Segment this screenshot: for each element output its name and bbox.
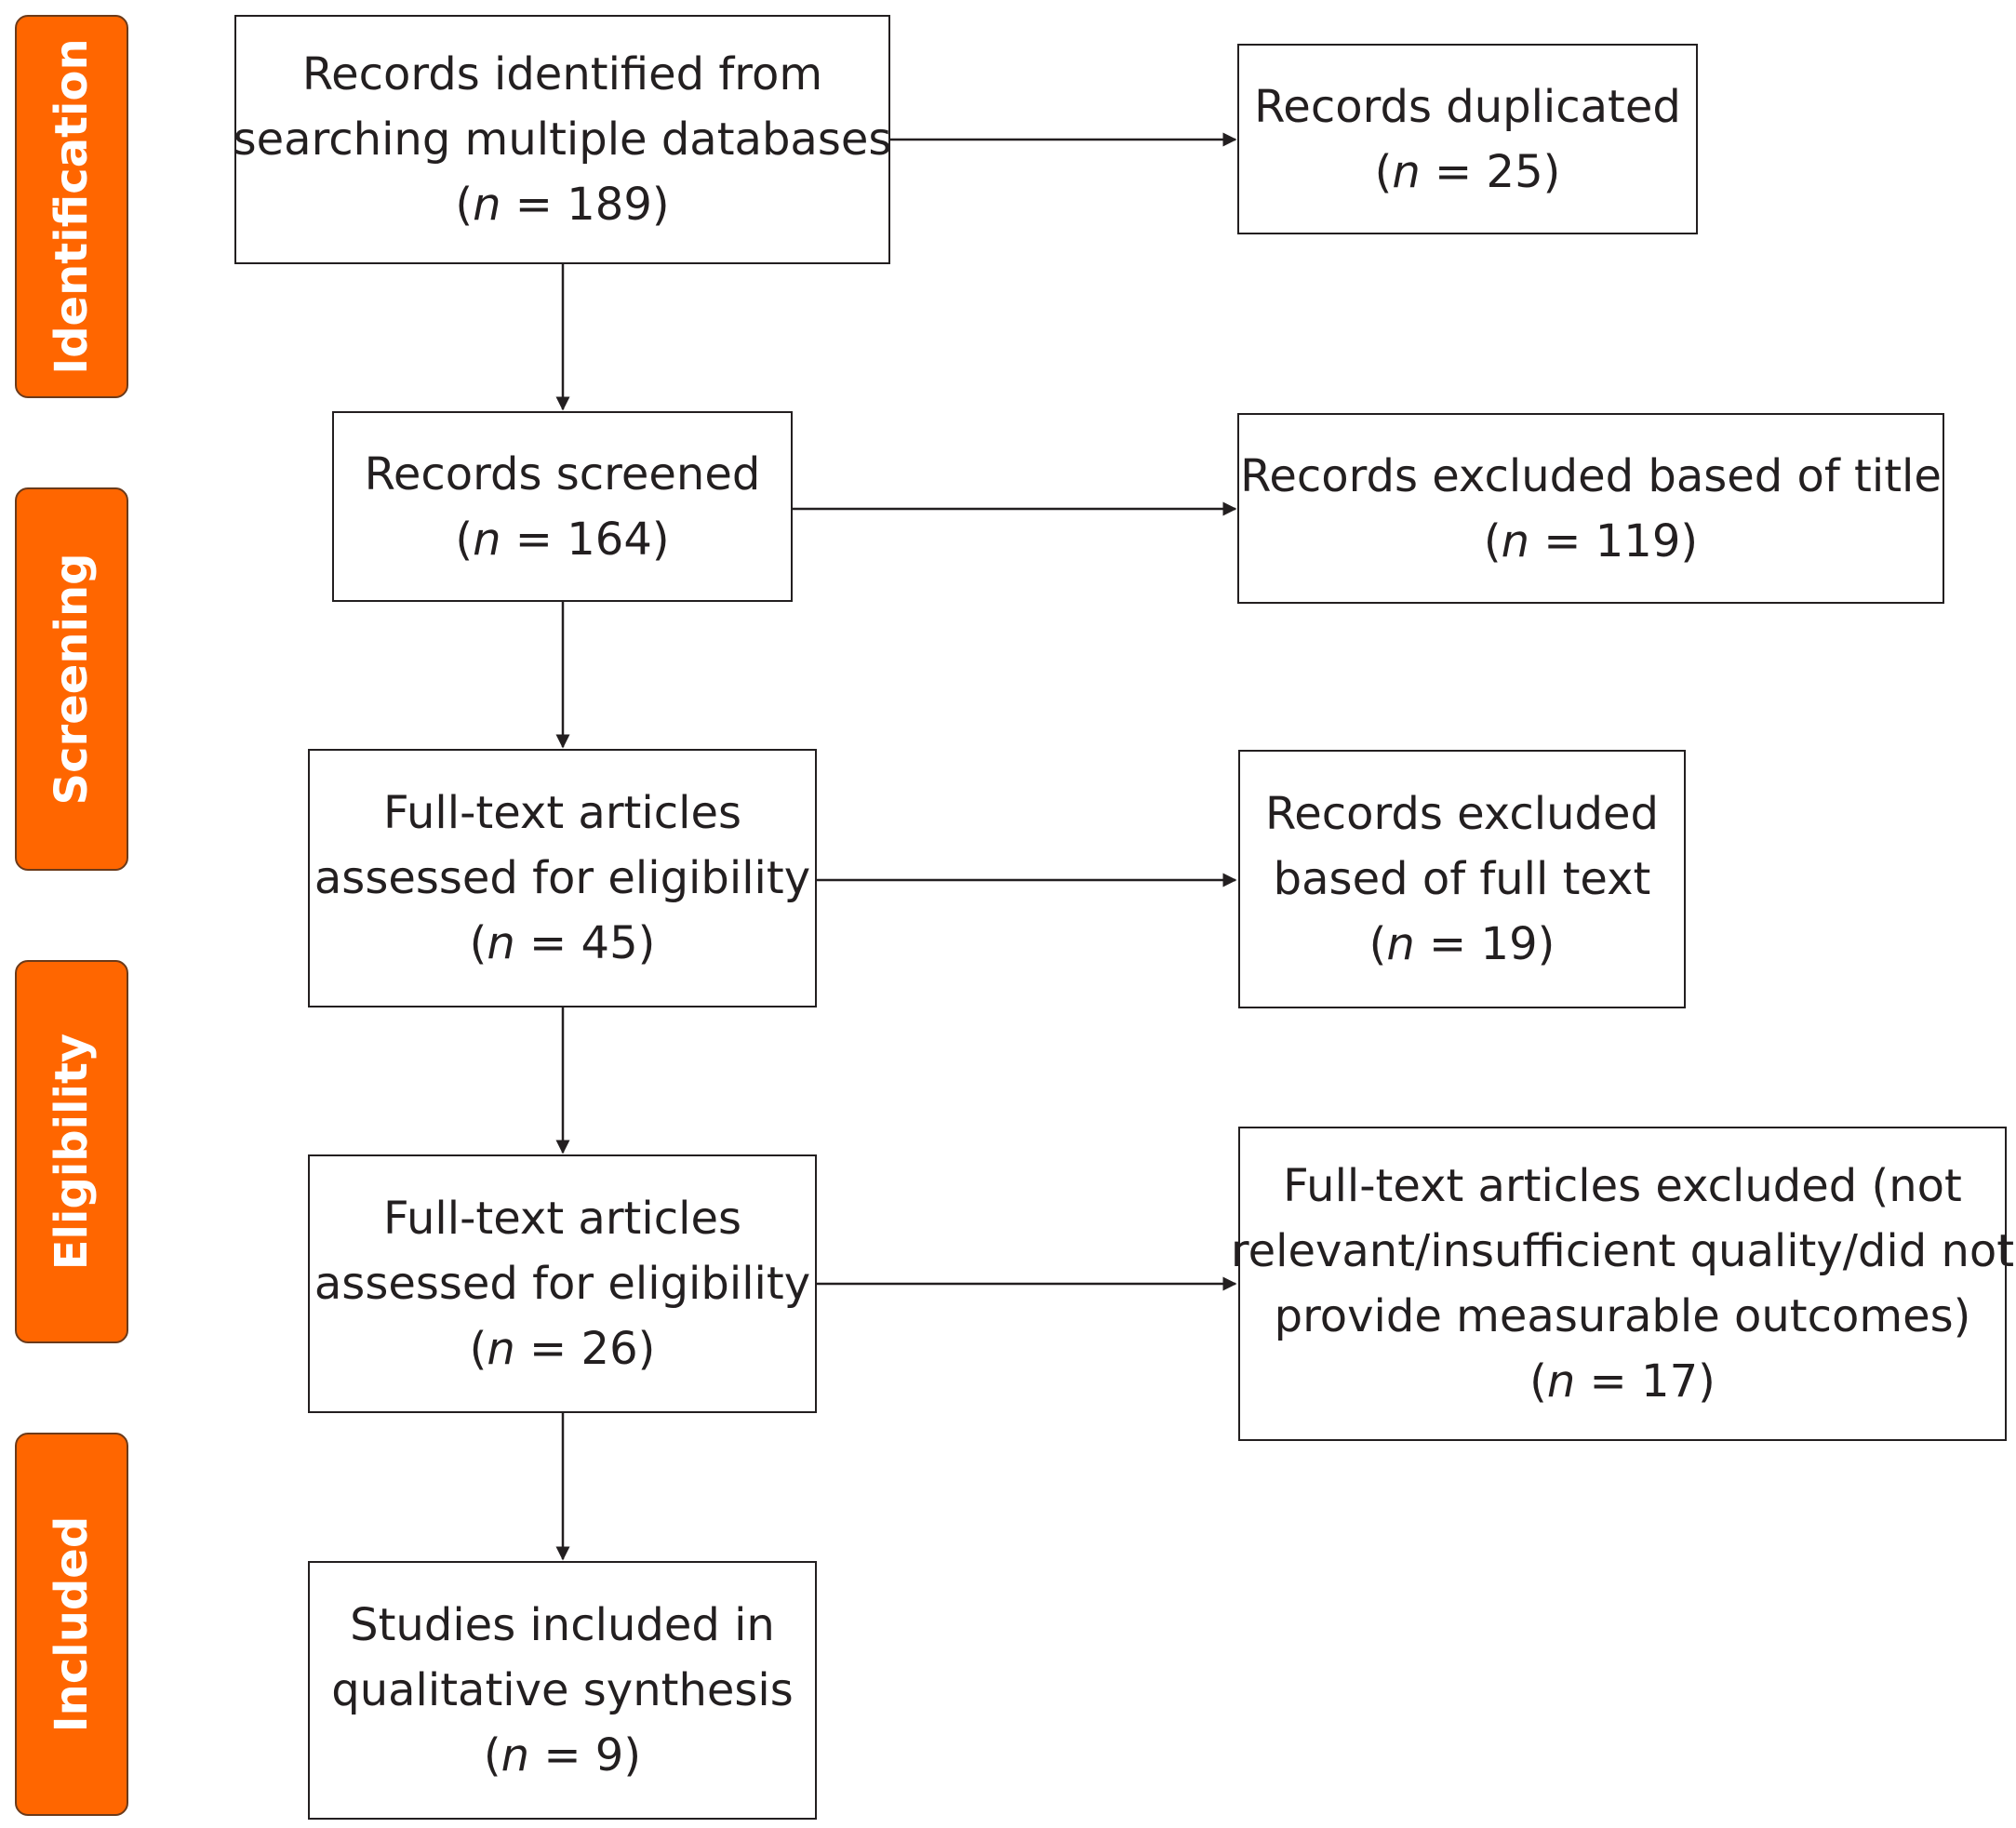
count-variable: n — [1546, 1355, 1576, 1408]
count-close-paren: ) — [623, 1729, 642, 1781]
count-open-paren: ( — [483, 1729, 501, 1781]
count-equals: = — [501, 513, 567, 566]
count-equals: = — [1575, 1355, 1642, 1408]
count-variable: n — [1501, 514, 1530, 567]
box-count: (n = 119) — [1484, 509, 1698, 574]
count-value: 119 — [1595, 514, 1681, 567]
phase-included: Included — [15, 1433, 128, 1816]
count-close-paren: ) — [651, 179, 670, 231]
box-text-line: qualitative synthesis — [331, 1664, 794, 1716]
box-text-line: Records duplicated — [1254, 80, 1681, 133]
count-open-paren: ( — [469, 1323, 487, 1375]
count-variable: n — [473, 179, 501, 231]
count-open-paren: ( — [1368, 918, 1387, 970]
count-variable: n — [501, 1729, 530, 1781]
box-identified: Records identified from searching multipl… — [233, 15, 892, 264]
count-value: 45 — [581, 917, 638, 969]
count-equals: = — [501, 179, 567, 231]
count-open-paren: ( — [455, 513, 474, 566]
count-variable: n — [487, 917, 515, 969]
count-open-paren: ( — [469, 917, 487, 969]
box-count: (n = 189) — [455, 172, 669, 237]
count-variable: n — [487, 1323, 515, 1375]
count-value: 164 — [567, 513, 652, 566]
box-excluded-articles: Full-text articles excluded (not relevant… — [1231, 1127, 2014, 1441]
box-text-line: searching multiple databases — [233, 113, 892, 166]
count-equals: = — [1414, 918, 1481, 970]
box-text-line: assessed for eligibility — [314, 852, 811, 904]
count-variable: n — [1392, 145, 1421, 198]
box-text-line: assessed for eligibility — [314, 1258, 811, 1310]
count-equals: = — [1420, 145, 1487, 198]
box-screened: Records screened (n = 164) — [332, 411, 793, 602]
count-equals: = — [514, 917, 581, 969]
phase-identification: Identification — [15, 15, 128, 398]
box-text-line: based of full text — [1273, 853, 1651, 905]
count-value: 189 — [567, 179, 652, 231]
phase-screening: Screening — [15, 487, 128, 871]
box-text-line: provide measurable outcomes) — [1274, 1290, 1971, 1342]
count-value: 17 — [1641, 1355, 1699, 1408]
count-value: 19 — [1480, 918, 1538, 970]
box-text-line: Records excluded based of title — [1240, 449, 1942, 502]
count-close-paren: ) — [637, 917, 656, 969]
box-duplicated: Records duplicated (n = 25) — [1237, 44, 1698, 234]
box-count: (n = 26) — [470, 1316, 656, 1381]
count-equals: = — [529, 1729, 595, 1781]
box-text-line: Studies included in — [350, 1599, 775, 1651]
box-assessed-2: Full-text articles assessed for eligibili… — [308, 1154, 817, 1413]
box-text-line: Records screened — [364, 447, 761, 500]
count-open-paren: ( — [455, 179, 474, 231]
box-excluded-title: Records excluded based of title (n = 119) — [1237, 413, 1944, 604]
count-equals: = — [1529, 514, 1595, 567]
count-close-paren: ) — [1698, 1355, 1716, 1408]
box-text-line: relevant/insufficient quality/did not — [1230, 1225, 2015, 1277]
box-text-line: Full-text articles — [383, 787, 741, 839]
count-close-paren: ) — [1537, 918, 1555, 970]
box-text-line: Records excluded — [1265, 788, 1659, 840]
count-close-paren: ) — [637, 1323, 656, 1375]
box-count: (n = 17) — [1529, 1349, 1716, 1414]
count-open-paren: ( — [1483, 514, 1502, 567]
box-count: (n = 9) — [484, 1723, 641, 1788]
box-text-line: Full-text articles — [383, 1193, 741, 1245]
count-variable: n — [473, 513, 501, 566]
phase-eligibility: Eligibility — [15, 960, 128, 1343]
box-count: (n = 164) — [455, 507, 669, 572]
box-assessed-1: Full-text articles assessed for eligibili… — [308, 749, 817, 1007]
box-text-line: Records identified from — [301, 48, 823, 100]
count-close-paren: ) — [1542, 145, 1561, 198]
count-value: 26 — [581, 1323, 638, 1375]
box-count: (n = 45) — [470, 911, 656, 976]
box-included: Studies included in qualitative synthesis… — [308, 1561, 817, 1820]
count-variable: n — [1386, 918, 1415, 970]
count-value: 9 — [594, 1729, 624, 1781]
box-excluded-fulltext: Records excluded based of full text (n = 1… — [1238, 750, 1686, 1008]
count-value: 25 — [1486, 145, 1543, 198]
count-open-paren: ( — [1374, 145, 1393, 198]
box-count: (n = 19) — [1369, 912, 1555, 977]
box-text-line: Full-text articles excluded (not — [1283, 1160, 1962, 1212]
count-open-paren: ( — [1529, 1355, 1547, 1408]
count-equals: = — [514, 1323, 581, 1375]
count-close-paren: ) — [1680, 514, 1699, 567]
box-count: (n = 25) — [1375, 140, 1561, 205]
count-close-paren: ) — [651, 513, 670, 566]
